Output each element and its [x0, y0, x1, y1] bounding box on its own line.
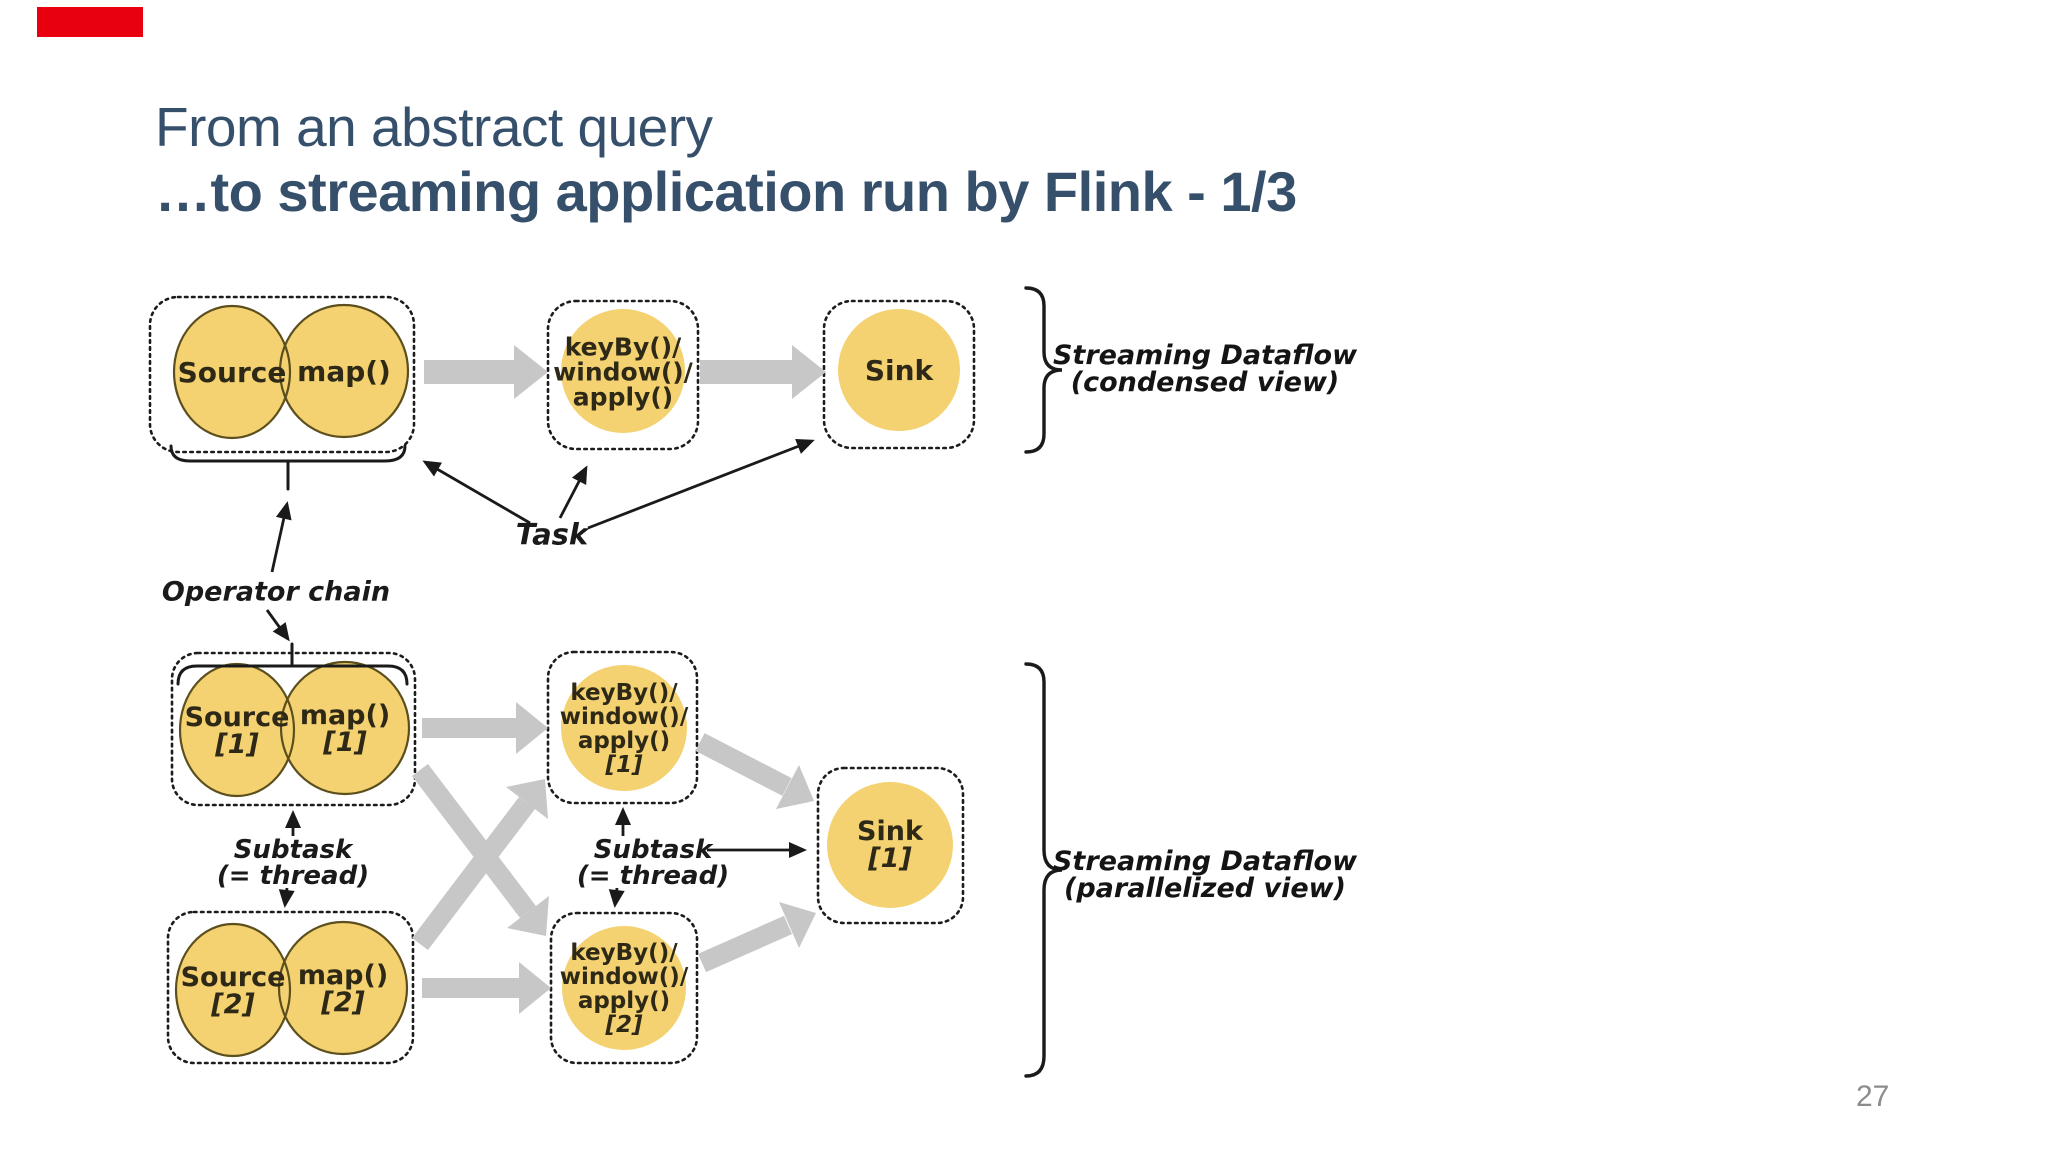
label-operator-2-line1: keyBy()/ [570, 940, 678, 966]
ellipse-map [280, 305, 408, 437]
label-operator-2-line2: window()/ [559, 964, 689, 990]
label-map-2-name: map() [297, 960, 389, 991]
task-arrow-to-operator-box [558, 465, 588, 519]
flow-arrowhead-3 [516, 702, 548, 754]
ellipse-map-2-outline [277, 920, 409, 1056]
operator-chain-label: Operator chain [161, 576, 391, 608]
label-source: Source [177, 356, 287, 389]
flow-arrow-op2-sink1 [697, 915, 793, 973]
flow-arrowhead-8 [779, 902, 816, 948]
condensed-view-brace [1024, 286, 1063, 454]
label-operator-2-line3: apply() [577, 988, 671, 1014]
label-operator-line2: window()/ [553, 357, 693, 387]
subtask-left-arrow-down [278, 887, 295, 908]
label-map-2: map() [2] [298, 962, 388, 1016]
parallelized-view-brace [1024, 662, 1063, 1078]
label-source-1-name: Source [184, 702, 290, 733]
operator-chain-arrow-down [265, 609, 290, 642]
flow-arrowhead-1 [514, 345, 548, 399]
label-map: map() [297, 355, 391, 388]
label-operator-line1: keyBy()/ [564, 332, 682, 362]
task-arrow-to-sink-box [587, 438, 815, 530]
subtask-label-left-line1: Subtask [233, 835, 353, 865]
label-operator-2: keyBy()/ window()/ apply() [2] [560, 941, 688, 1037]
condensed-view-caption: Streaming Dataflow (condensed view) [1053, 342, 1357, 396]
label-map-2-index: [2] [321, 987, 365, 1018]
label-sink: Sink [864, 354, 934, 387]
parallelized-view-caption: Streaming Dataflow (parallelized view) [1053, 848, 1357, 902]
ellipse-source-2-outline [174, 922, 292, 1058]
ellipse-source-outline [172, 304, 292, 440]
label-operator-1-line2: window()/ [559, 704, 689, 730]
label-sink-1-index: [1] [868, 843, 912, 874]
flow-arrowhead-4 [519, 962, 551, 1014]
label-operator: keyBy()/ window()/ apply() [553, 335, 693, 410]
label-operator-1: keyBy()/ window()/ apply() [1] [560, 681, 688, 777]
subtask-label-mid-line2: (= thread) [576, 861, 730, 891]
label-map-1: map() [1] [300, 702, 390, 756]
flow-arrowhead-5 [507, 896, 549, 936]
ellipse-map-1 [281, 662, 409, 794]
flow-arrowhead-2 [792, 345, 826, 399]
condensed-caption-line1: Streaming Dataflow [1052, 340, 1358, 371]
ellipse-source-1 [180, 664, 294, 796]
slide-title-line1: From an abstract query [155, 96, 713, 158]
label-source-2: Source [2] [181, 964, 286, 1018]
page-number: 27 [1856, 1080, 1890, 1113]
subtask-label-left: Subtask (= thread) [217, 837, 369, 889]
task-arrow-to-source-box [422, 460, 531, 525]
subtask-label-left-line2: (= thread) [216, 861, 370, 891]
circle-operator-1 [561, 665, 687, 791]
label-map-1-name: map() [299, 700, 391, 731]
label-operator-line3: apply() [572, 382, 674, 412]
red-marker-bar [37, 7, 143, 37]
parallelized-caption-line2: (parallelized view) [1064, 873, 1346, 904]
subtask-label-mid-line1: Subtask [593, 835, 713, 865]
ellipse-map-1-outline [279, 660, 411, 796]
subtask-mid-arrow-down [608, 887, 625, 908]
condensed-caption-line2: (condensed view) [1070, 367, 1340, 398]
parallelized-caption-line1: Streaming Dataflow [1052, 846, 1358, 877]
subtask-label-mid: Subtask (= thread) [577, 837, 729, 889]
circle-sink-1 [827, 782, 953, 908]
label-operator-1-line1: keyBy()/ [570, 680, 678, 706]
flow-arrow-op1-sink1 [695, 733, 792, 796]
flow-arrowhead-6 [506, 779, 548, 819]
ellipse-map-outline [278, 303, 410, 439]
flow-arrowhead-7 [776, 765, 814, 809]
ellipse-source-1-outline [178, 662, 296, 798]
operator-chain-arrow-up [270, 501, 292, 573]
ellipse-source-2 [176, 924, 290, 1056]
circle-operator [561, 309, 685, 433]
flow-arrow-s1-op2 [412, 763, 536, 919]
label-source-1-index: [1] [215, 729, 259, 760]
label-source-1: Source [1] [185, 704, 290, 758]
circle-sink [838, 309, 960, 431]
label-source-2-index: [2] [211, 989, 255, 1020]
label-map-1-index: [1] [323, 727, 367, 758]
circle-operator-2 [562, 926, 686, 1050]
label-sink-1-name: Sink [857, 816, 923, 847]
flow-arrow-s2-op1 [412, 796, 535, 951]
label-operator-1-line3: apply() [577, 728, 671, 754]
task-label: Task [515, 517, 589, 552]
ellipse-map-2 [279, 922, 407, 1054]
ellipse-source [174, 306, 290, 438]
label-source-2-name: Source [180, 962, 286, 993]
label-operator-1-index: [1] [605, 752, 643, 778]
slide-title-line2: …to streaming application run by Flink -… [155, 160, 1297, 223]
label-operator-2-index: [2] [605, 1012, 643, 1038]
label-sink-1: Sink [1] [857, 818, 923, 872]
